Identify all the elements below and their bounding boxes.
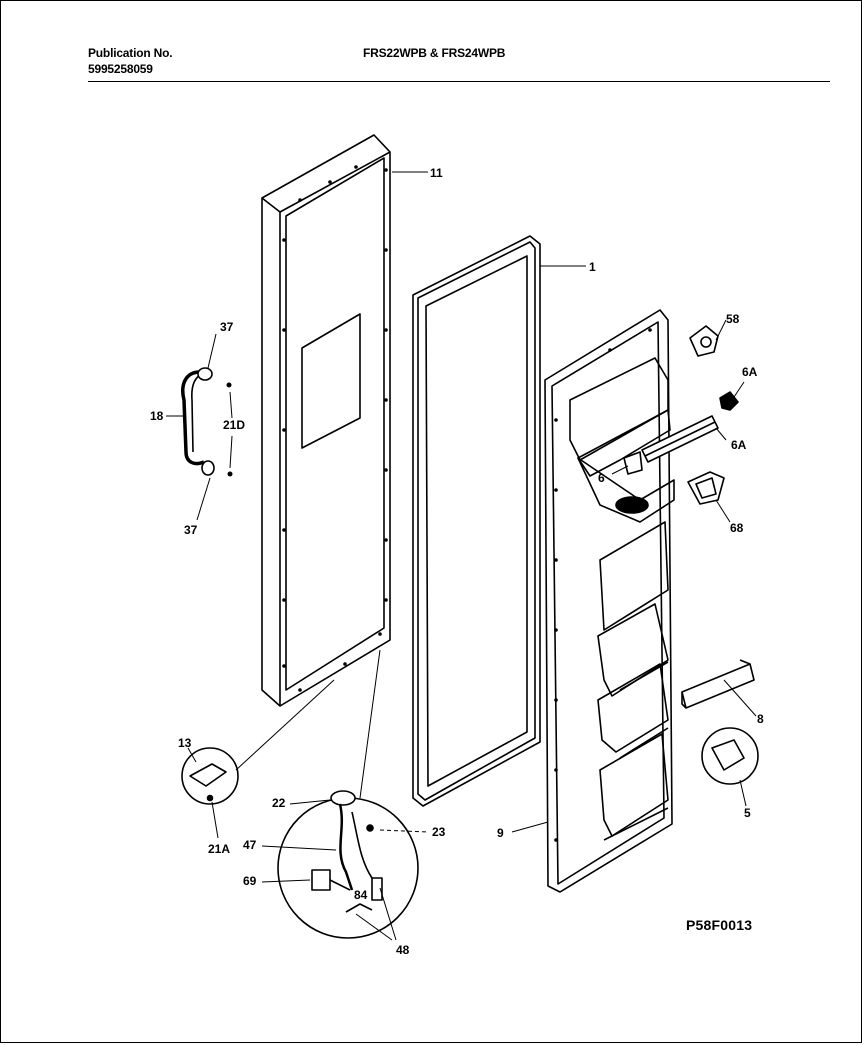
handle-screws [226,382,233,477]
outer-door-panel [261,134,391,707]
label-8: 8 [757,712,764,726]
label-37-bottom: 37 [184,523,198,537]
label-37-top: 37 [220,320,234,334]
header-rule [88,81,830,82]
part-69-connector [311,869,331,891]
part-5 [711,739,745,771]
wire-47 [338,803,354,891]
publication-label: Publication No. [88,46,173,60]
model-numbers: FRS22WPB & FRS24WPB [363,46,506,60]
leader-lines [166,171,757,941]
door-gasket [412,235,541,807]
label-6A-mid: 6A [731,438,747,452]
label-6: 6 [598,471,605,485]
part-58-cap [689,325,719,357]
label-22: 22 [272,796,286,810]
label-11: 11 [430,166,443,180]
label-58: 58 [726,312,740,326]
label-9: 9 [497,826,504,840]
part-68-actuator [687,471,725,505]
part-6A-clip [719,391,739,411]
label-21A: 21A [208,842,231,856]
label-68: 68 [730,521,744,535]
label-13: 13 [178,736,192,750]
label-47: 47 [243,838,257,852]
label-84: 84 [354,888,368,902]
label-48: 48 [396,943,410,957]
label-69: 69 [243,874,257,888]
part-6A-bar [623,415,719,475]
detail-circle-13 [181,747,239,805]
label-23: 23 [432,825,446,839]
label-5: 5 [744,806,751,820]
publication-number: 5995258059 [88,62,153,76]
label-18: 18 [150,409,164,423]
part-13-hinge [189,763,227,787]
door-handle [181,367,215,476]
part-22 [330,790,356,806]
label-1: 1 [589,260,596,274]
inner-door-liner [544,309,675,893]
diagram-code: P58F0013 [686,917,753,933]
detail-circle-5 [701,727,759,785]
label-6A-top: 6A [742,365,758,379]
label-21D: 21D [223,418,246,432]
detail-circle-wiring [277,797,419,939]
part-8-bracket [681,659,755,709]
